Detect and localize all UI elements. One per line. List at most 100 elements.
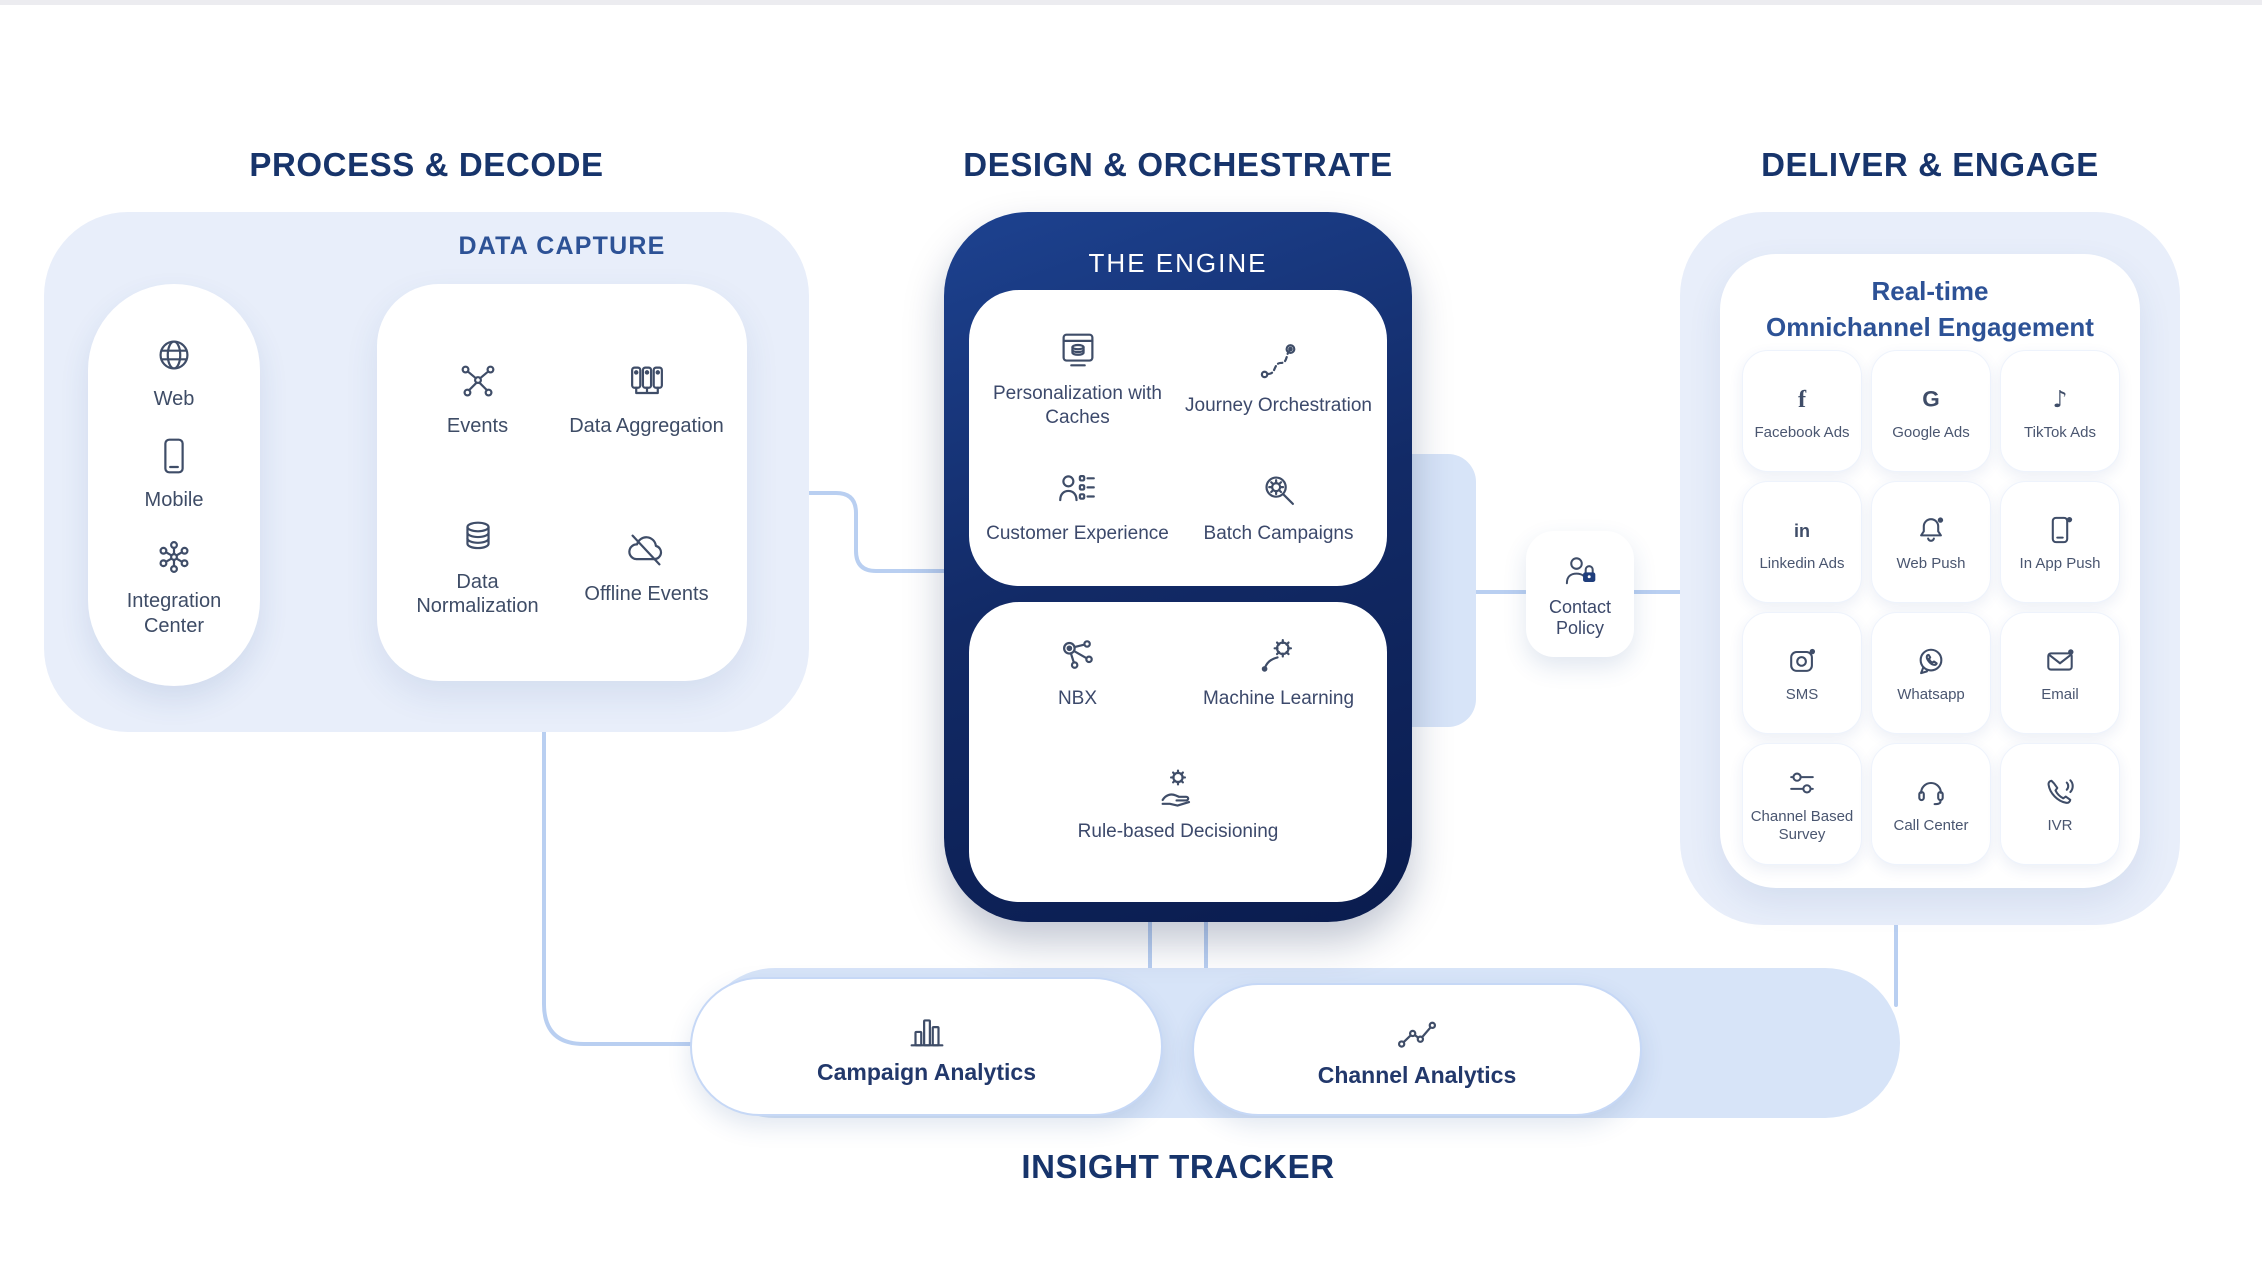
source-integration-center: Integration Center xyxy=(96,534,252,638)
omnichannel-title-line2: Omnichannel Engagement xyxy=(1766,311,2094,342)
campaign-analytics-label: Campaign Analytics xyxy=(817,1059,1036,1085)
data-aggregation-icon xyxy=(624,359,670,405)
contact-policy-icon xyxy=(1559,550,1601,592)
channel-label: In App Push xyxy=(2019,554,2101,572)
data-capture-label: DATA CAPTURE xyxy=(458,232,666,260)
personalization-caches-icon xyxy=(1055,327,1101,373)
channel-label: Web Push xyxy=(1896,554,1966,572)
processor-label: Data Aggregation xyxy=(569,414,724,437)
svg-text:♪: ♪ xyxy=(2053,385,2068,413)
channel-label: Channel Based Survey xyxy=(1750,808,1854,843)
data-processors-box: Events Data Aggregation Data Normalizati… xyxy=(377,284,747,681)
capture-to-campaign-analytics-line xyxy=(542,730,694,1046)
channel-card-tiktok-ads: ♪ TikTok Ads xyxy=(2000,350,2120,472)
batch-campaigns-icon xyxy=(1256,467,1302,513)
channel-card-ivr: IVR xyxy=(2000,743,2120,865)
channel-card-in-app-push: In App Push xyxy=(2000,481,2120,603)
channel-card-web-push: Web Push xyxy=(1871,481,1991,603)
source-label: Mobile xyxy=(144,489,204,512)
channel-grid: f Facebook Ads G Google Ads ♪ TikTok Ads… xyxy=(1742,350,2120,865)
deliver-engage-title: DELIVER & ENGAGE xyxy=(1761,146,2099,183)
mobile-notification-icon xyxy=(2042,512,2078,548)
channel-card-channel-based-survey: Channel Based Survey xyxy=(1742,743,1862,865)
channel-card-google-ads: G Google Ads xyxy=(1871,350,1991,472)
processor-label: Events xyxy=(446,414,509,437)
channel-card-whatsapp: Whatsapp xyxy=(1871,612,1991,734)
data-sources-pill: Web Mobile Integration Center xyxy=(88,284,260,686)
capture-to-engine-line xyxy=(807,491,946,573)
svg-text:G: G xyxy=(1922,387,1940,412)
module-label: Personalization with Caches xyxy=(993,383,1162,428)
headset-icon xyxy=(1913,774,1949,810)
channel-label: Email xyxy=(2041,685,2079,703)
engine-label: THE ENGINE xyxy=(1088,248,1268,278)
processor-label: Data Normalization xyxy=(416,570,539,618)
customer-experience-icon xyxy=(1054,467,1100,513)
insight-tracker-title: INSIGHT TRACKER xyxy=(1021,1148,1335,1185)
globe-icon xyxy=(151,332,197,378)
channel-card-facebook-ads: f Facebook Ads xyxy=(1742,350,1862,472)
message-icon xyxy=(1784,643,1820,679)
facebook-icon: f xyxy=(1784,381,1820,417)
channel-label: TikTok Ads xyxy=(2024,423,2096,441)
offline-events-icon xyxy=(623,527,669,573)
module-label: NBX xyxy=(1057,688,1098,709)
channel-label: Whatsapp xyxy=(1897,685,1965,703)
channel-card-sms: SMS xyxy=(1742,612,1862,734)
omnichannel-title-line1: Real-time xyxy=(1871,276,1989,306)
envelope-icon xyxy=(2042,643,2078,679)
module-label: Batch Campaigns xyxy=(1203,522,1354,544)
processor-offline-events: Offline Events xyxy=(584,527,709,606)
tiktok-icon: ♪ xyxy=(2042,381,2078,417)
module-label: Journey Orchestration xyxy=(1185,394,1372,416)
survey-sliders-icon xyxy=(1784,765,1820,801)
integration-center-icon xyxy=(151,534,197,580)
channel-label: Call Center xyxy=(1893,816,1969,834)
module-machine-learning: Machine Learning xyxy=(1203,632,1354,710)
whatsapp-icon xyxy=(1913,643,1949,679)
journey-orchestration-icon xyxy=(1255,339,1301,385)
engine-bottom-modules: NBX Machine Learning Rule-based Decision… xyxy=(969,602,1387,902)
bar-chart-icon xyxy=(904,1007,950,1053)
design-orchestrate-title: DESIGN & ORCHESTRATE xyxy=(963,146,1393,183)
contact-policy-label: Contact Policy xyxy=(1548,596,1612,638)
line-chart-icon xyxy=(1394,1010,1440,1056)
module-label: Rule-based Decisioning xyxy=(1077,821,1279,842)
engine-box: THE ENGINE Personalization with Caches J… xyxy=(944,212,1412,922)
processor-events: Events xyxy=(447,359,508,438)
channel-card-email: Email xyxy=(2000,612,2120,734)
channel-card-call-center: Call Center xyxy=(1871,743,1991,865)
mobile-icon xyxy=(151,433,197,479)
channel-label: SMS xyxy=(1785,685,1819,703)
svg-text:f: f xyxy=(1798,386,1807,413)
module-label: Machine Learning xyxy=(1202,688,1355,709)
engine-top-modules: Personalization with Caches Journey Orch… xyxy=(969,290,1387,586)
campaign-analytics-pill: Campaign Analytics xyxy=(690,977,1163,1116)
data-normalization-icon xyxy=(455,515,501,561)
linkedin-icon: in xyxy=(1784,512,1820,548)
machine-learning-icon xyxy=(1255,632,1301,678)
source-label: Web xyxy=(153,387,195,410)
channel-label: Facebook Ads xyxy=(1754,423,1850,441)
module-batch-campaigns: Batch Campaigns xyxy=(1203,467,1354,545)
source-label: Integration Center xyxy=(126,590,222,637)
rule-based-decisioning-icon xyxy=(1155,765,1201,811)
channel-analytics-pill: Channel Analytics xyxy=(1192,983,1642,1116)
module-label: Customer Experience xyxy=(986,522,1169,544)
module-personalization: Personalization with Caches xyxy=(977,327,1178,428)
channel-analytics-label: Channel Analytics xyxy=(1317,1062,1517,1088)
channel-label: Google Ads xyxy=(1892,423,1970,441)
channel-label: Linkedin Ads xyxy=(1759,554,1845,572)
svg-text:in: in xyxy=(1794,521,1810,541)
processor-data-aggregation: Data Aggregation xyxy=(569,359,724,438)
nbx-icon xyxy=(1055,632,1101,678)
channel-card-linkedin-ads: in Linkedin Ads xyxy=(1742,481,1862,603)
processor-data-normalization: Data Normalization xyxy=(393,515,562,619)
module-rule-based-decisioning: Rule-based Decisioning xyxy=(1077,765,1279,843)
source-mobile: Mobile xyxy=(144,433,204,512)
module-customer-experience: Customer Experience xyxy=(986,467,1169,545)
channel-label: IVR xyxy=(2047,816,2073,834)
phone-waves-icon xyxy=(2042,774,2078,810)
